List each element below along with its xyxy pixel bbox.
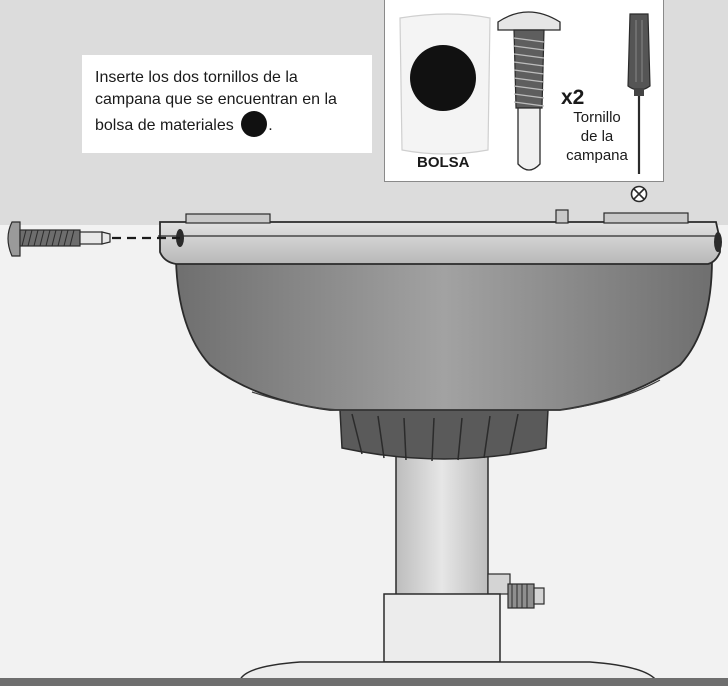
set-screw [487,573,545,609]
screw-hole-right [714,232,722,252]
canopy-screw-detail-icon [497,11,561,171]
canopy-collar [339,409,549,462]
screw-name-line-2: de la [580,128,614,145]
mounting-bracket [238,593,658,681]
screw-name-label: Tornillo de la campana [561,108,633,165]
instruction-text-box: Inserte los dos tornillos de la campana … [82,55,372,153]
instruction-end-punct: . [268,117,273,134]
phillips-head-icon [630,185,648,203]
inset-parts-layer [399,11,651,174]
canopy-bowl [175,259,713,411]
instruction-text: Inserte los dos tornillos de la campana … [95,69,337,134]
screw-name-line-1: Tornillo [573,109,621,126]
bag-marker-dot-icon [241,111,268,137]
canopy-rim [158,209,722,265]
black-dot-icon [410,45,476,111]
parts-bag-icon [399,13,491,155]
screwdriver-icon [627,13,651,174]
screw-name-line-3: campana [566,147,628,164]
bottom-bar [0,678,728,686]
downrod [395,447,489,599]
canopy-screw-icon [7,221,111,257]
quantity-label: x2 [561,86,585,109]
bag-label: BOLSA [417,154,470,171]
